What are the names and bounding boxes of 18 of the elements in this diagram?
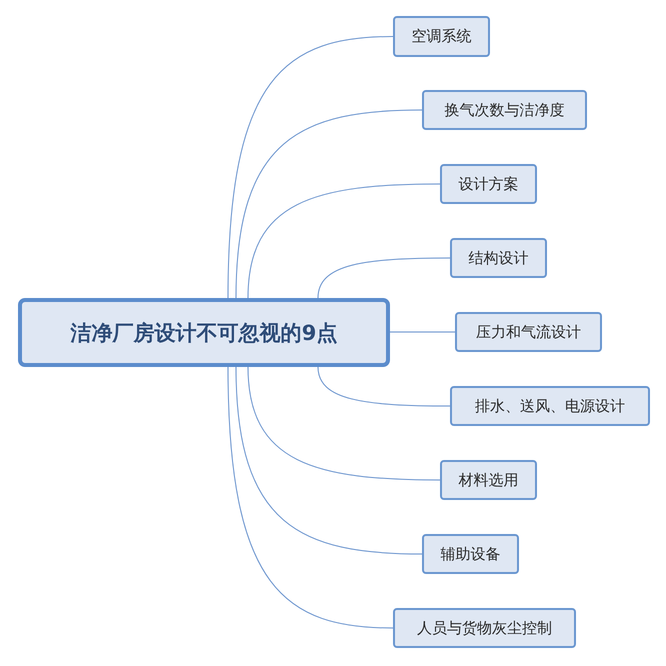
connector-line <box>318 366 450 406</box>
topic-box: 排水、送风、电源设计 <box>450 386 650 426</box>
topic-box: 空调系统 <box>393 16 490 57</box>
topic-box: 设计方案 <box>440 164 537 204</box>
connector-line <box>236 366 422 554</box>
topic-box: 压力和气流设计 <box>455 312 602 352</box>
connector-line <box>248 366 440 480</box>
connector-line <box>236 110 422 298</box>
topic-box: 换气次数与洁净度 <box>422 90 587 130</box>
topic-box: 结构设计 <box>450 238 547 278</box>
central-topic-box: 洁净厂房设计不可忽视的9点 <box>18 298 390 367</box>
topic-box: 辅助设备 <box>422 534 519 574</box>
connector-line <box>248 184 440 298</box>
topic-box: 人员与货物灰尘控制 <box>393 608 576 648</box>
connector-line <box>228 366 394 628</box>
topic-box: 材料选用 <box>440 460 537 500</box>
connector-line <box>228 36 394 298</box>
connector-line <box>318 258 450 298</box>
